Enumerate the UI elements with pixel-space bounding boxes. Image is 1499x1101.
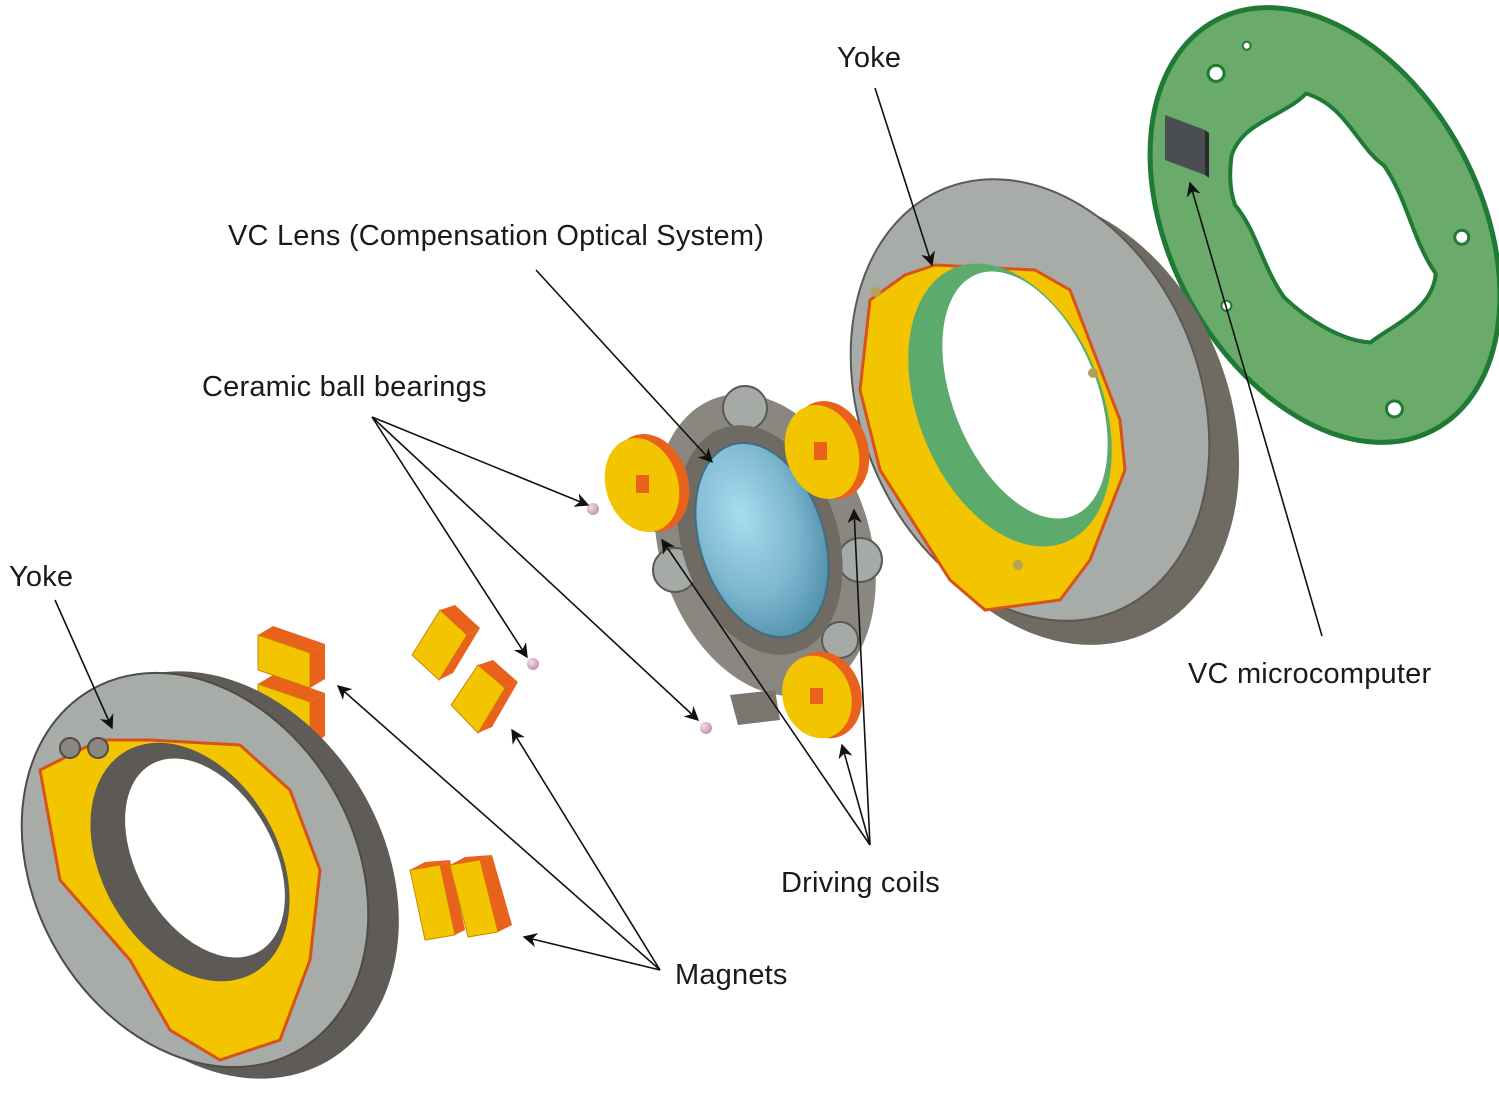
driving-coil-1 <box>604 434 690 532</box>
leader-lines <box>54 87 1323 971</box>
leader-bearing-1 <box>371 416 590 507</box>
front-yoke-assembly <box>849 178 1240 645</box>
label-ceramic-ball-bearings: Ceramic ball bearings <box>202 371 487 403</box>
leader-yoke-top <box>874 87 935 267</box>
leader-magnet-1 <box>336 685 661 971</box>
driving-coil-3 <box>782 651 862 739</box>
leader-magnet-3 <box>522 933 661 971</box>
microcomputer-chip <box>1165 115 1209 178</box>
leader-coil-1 <box>661 538 871 846</box>
label-yoke-front: Yoke <box>837 42 902 74</box>
bearing-3 <box>700 722 712 734</box>
leader-coil-3 <box>847 508 871 846</box>
leader-microcomputer <box>1186 181 1323 637</box>
leader-vc-lens <box>535 269 713 464</box>
magnet-pair-middle <box>411 605 518 734</box>
leader-bearing-2 <box>371 416 528 659</box>
leader-coil-2 <box>838 743 871 846</box>
driving-coil-2 <box>784 401 870 499</box>
label-vc-lens: VC Lens (Compensation Optical System) <box>228 220 765 252</box>
label-driving-coils: Driving coils <box>781 867 940 899</box>
ceramic-ball-bearings <box>527 503 712 734</box>
bearing-1 <box>587 503 599 515</box>
label-magnets: Magnets <box>675 959 788 991</box>
leader-yoke-left <box>54 599 114 730</box>
leader-magnet-2 <box>511 728 661 971</box>
rear-yoke-assembly <box>20 671 399 1079</box>
pcb-board <box>1147 5 1499 445</box>
magnet-pair-bottom <box>409 855 512 941</box>
vc-lens <box>694 441 830 639</box>
leader-bearing-3 <box>371 416 700 721</box>
bearing-2 <box>527 658 539 670</box>
label-yoke-rear: Yoke <box>9 561 74 593</box>
label-vc-microcomputer: VC microcomputer <box>1188 658 1432 690</box>
